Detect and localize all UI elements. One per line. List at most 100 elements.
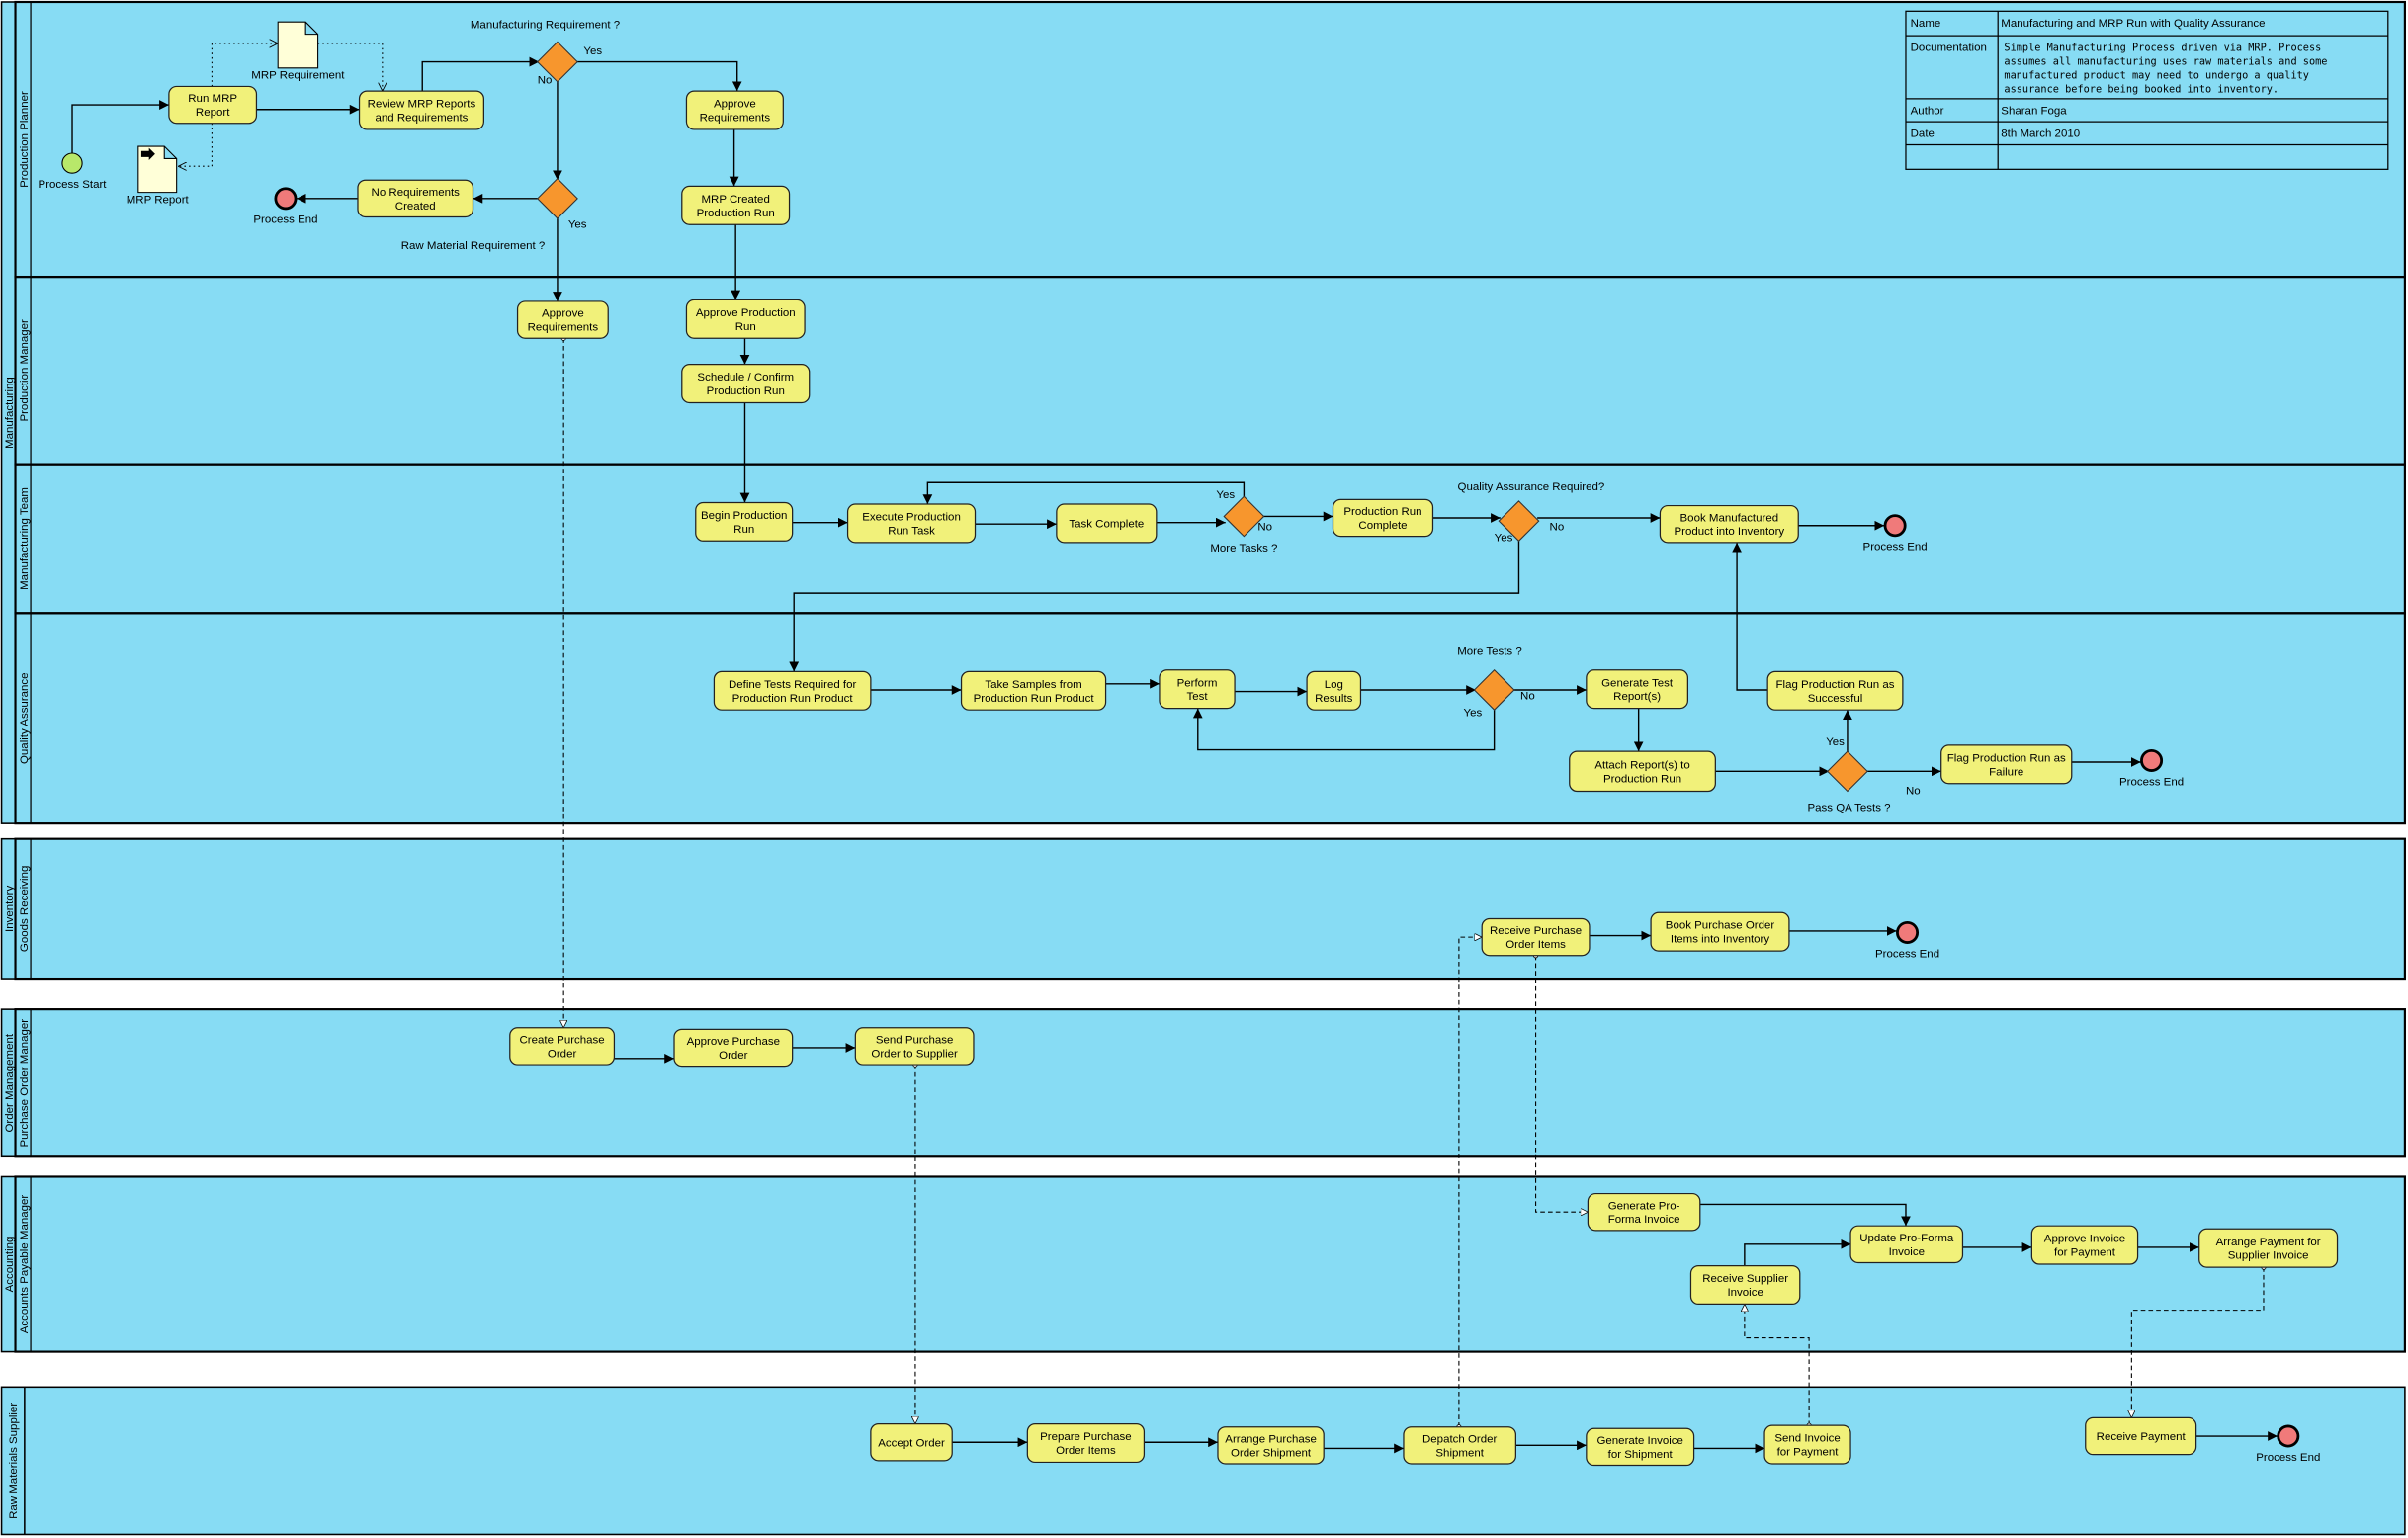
task-label: Approve bbox=[714, 99, 756, 111]
end-event[interactable]: Process End bbox=[1863, 514, 1928, 554]
gateway-question: Quality Assurance Required? bbox=[1458, 481, 1605, 493]
task-label: Receive Purchase bbox=[1490, 925, 1582, 937]
doc-value: assumes all manufacturing uses raw mater… bbox=[2004, 56, 2327, 68]
start-event[interactable]: Process Start bbox=[39, 152, 108, 191]
task-accept-order[interactable]: Accept Order bbox=[870, 1422, 953, 1462]
doc-key: Documentation bbox=[1911, 43, 1987, 54]
task-task-complete[interactable]: Task Complete bbox=[1056, 503, 1158, 544]
task-label: Attach Report(s) to bbox=[1594, 759, 1689, 771]
task-label: Production Run bbox=[1343, 506, 1421, 518]
exclusive-gateway-icon bbox=[536, 41, 578, 83]
pool-supplier: Raw Materials Supplier bbox=[0, 1386, 2406, 1536]
task-label: Prepare Purchase bbox=[1040, 1431, 1132, 1443]
end-event[interactable]: Process End bbox=[2119, 748, 2184, 788]
data-object-mrp-requirement[interactable]: MRP Requirement bbox=[251, 21, 345, 82]
data-object-label: MRP Requirement bbox=[251, 70, 345, 82]
task-label: Book Purchase Order bbox=[1666, 920, 1775, 932]
task-label: Update Pro-Forma bbox=[1859, 1233, 1954, 1244]
task-label: for Payment bbox=[2054, 1247, 2116, 1259]
pool-label: Accounting bbox=[4, 1237, 16, 1293]
end-event[interactable]: Process End bbox=[2256, 1424, 2320, 1464]
task-label: Order Shipment bbox=[1231, 1447, 1312, 1459]
end-event[interactable]: Process End bbox=[1875, 920, 1939, 960]
task-label: Approve Purchase bbox=[687, 1036, 780, 1048]
gateway-question: More Tasks ? bbox=[1210, 543, 1277, 555]
sequence-flow bbox=[1699, 1203, 1911, 1227]
lane: Quality Assurance bbox=[14, 612, 2406, 825]
gateway-g2[interactable]: Raw Material Requirement ?Yes bbox=[401, 177, 587, 252]
sequence-flow bbox=[1732, 542, 1768, 691]
pool-label: Order Management bbox=[4, 1033, 16, 1132]
end-event[interactable]: Process End bbox=[253, 187, 318, 226]
event-label: Process End bbox=[2119, 776, 2184, 788]
task-label: No Requirements bbox=[372, 187, 461, 199]
task-receive-payment[interactable]: Receive Payment bbox=[2085, 1416, 2197, 1456]
task-label: Run bbox=[735, 321, 756, 333]
task-label: Invoice bbox=[1889, 1246, 1925, 1258]
sequence-flow bbox=[71, 100, 169, 154]
task-label: Product into Inventory bbox=[1674, 526, 1784, 538]
event-label: Process End bbox=[253, 214, 317, 226]
gateway-no-label: No bbox=[1257, 521, 1272, 533]
lane-label: Purchase Order Manager bbox=[19, 1019, 31, 1148]
exclusive-gateway-icon bbox=[1498, 500, 1540, 543]
task-label: Generate Pro- bbox=[1608, 1200, 1680, 1212]
data-object-mrp-report[interactable]: MRP Report bbox=[127, 145, 190, 207]
task-label: Depatch Order bbox=[1422, 1433, 1497, 1445]
task-label: and Requirements bbox=[376, 113, 469, 125]
message-flow bbox=[2131, 1267, 2264, 1418]
doc-key: Date bbox=[1911, 128, 1935, 140]
task-label: Results bbox=[1315, 693, 1353, 705]
sequence-flow bbox=[1192, 708, 1496, 751]
task-label: Generate Test bbox=[1601, 677, 1674, 689]
task-gen-proforma[interactable]: Generate Pro-Forma Invoice bbox=[1587, 1192, 1701, 1232]
task-label: Receive Payment bbox=[2097, 1431, 2187, 1443]
gateway-yes-label: Yes bbox=[583, 45, 602, 57]
lane-label: Production Planner bbox=[19, 91, 31, 188]
task-label: for Shipment bbox=[1608, 1449, 1674, 1461]
task-label: Requirements bbox=[528, 322, 599, 334]
task-label: Complete bbox=[1358, 520, 1407, 532]
event-label: Process End bbox=[1875, 948, 1939, 960]
lane: Purchase Order Manager bbox=[14, 1008, 2406, 1158]
